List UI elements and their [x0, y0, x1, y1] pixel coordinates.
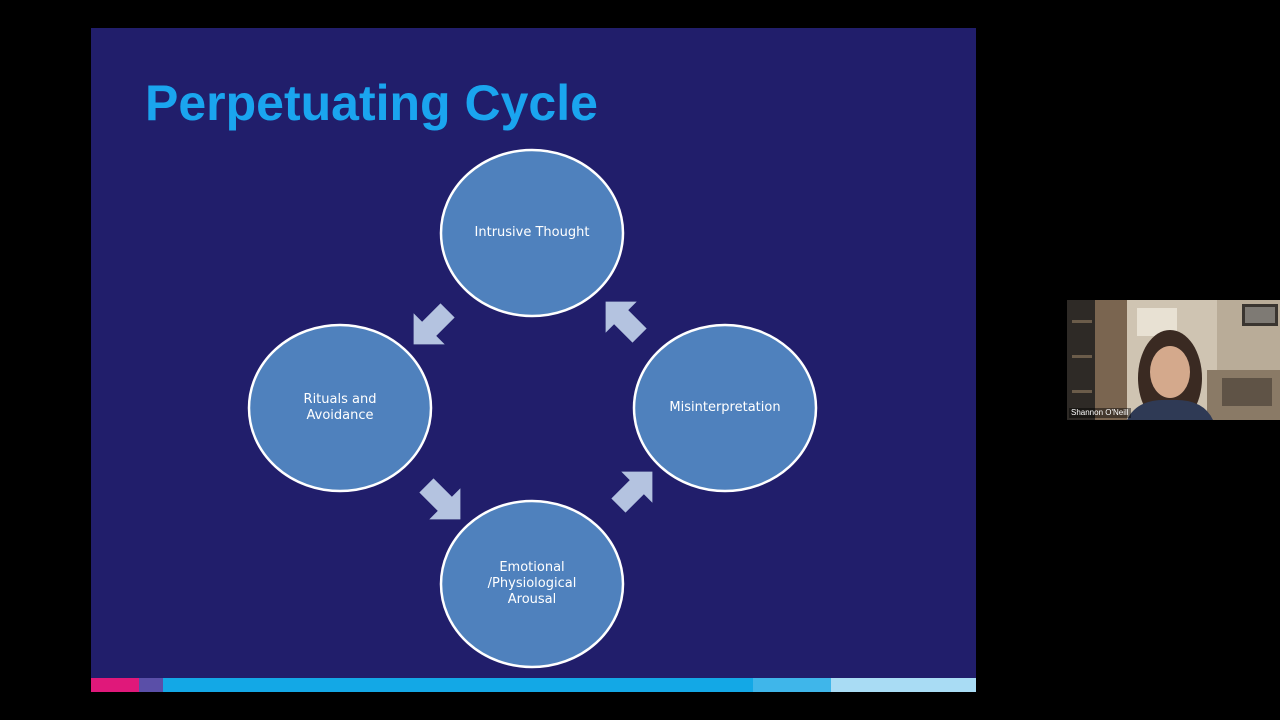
presenter-name-label: Shannon O'Neill: [1069, 408, 1131, 418]
arrow-top-left: [413, 303, 455, 345]
arrow-bottom-right: [611, 471, 653, 513]
node-rituals-avoidance: [247, 323, 433, 493]
node-intrusive-thought: [439, 148, 625, 318]
presenter-video-tile[interactable]: Shannon O'Neill: [1067, 300, 1280, 420]
slide-title: Perpetuating Cycle: [145, 75, 598, 131]
presenter-video-feed: [1067, 300, 1280, 420]
arrow-top-right: [605, 301, 647, 343]
arrow-bottom-left: [419, 478, 461, 520]
node-misinterpretation: [632, 323, 818, 493]
cycle-diagram: [247, 148, 818, 669]
node-label-intrusive-thought: Intrusive Thought: [474, 225, 590, 240]
node-emotional-arousal: [439, 499, 625, 669]
node-label-emotional-arousal: Emotional /Physiological Arousal: [487, 560, 577, 607]
presentation-slide: Perpetuating Cycle Intrusive Thought Mis…: [91, 28, 976, 692]
slide-footer-bar: [91, 678, 976, 692]
node-label-misinterpretation: Misinterpretation: [669, 400, 781, 415]
node-label-rituals-avoidance: Rituals and Avoidance: [303, 392, 377, 423]
